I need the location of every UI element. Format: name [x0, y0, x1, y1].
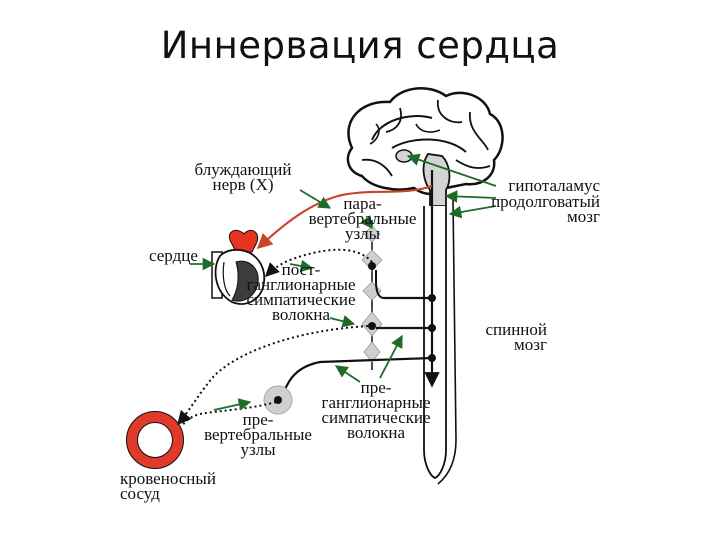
postganglionic-fiber-to-heart [265, 248, 373, 277]
label-heart: сердце [149, 246, 198, 265]
vagus-nerve-fiber [256, 184, 433, 250]
prevertebral-ganglion [263, 385, 293, 415]
brain-illustration [346, 87, 504, 196]
preganglionic-fibers [282, 270, 436, 393]
heart-illustration [211, 229, 266, 305]
blood-vessel-illustration [126, 411, 184, 469]
spinal-cord [423, 170, 457, 485]
label-hypothalamus: гипоталамус [508, 176, 600, 195]
postganglionic-fiber-to-vessel-1 [177, 325, 369, 426]
paravertebral-ganglia-chain [361, 220, 383, 370]
label-pointer-arrows [190, 153, 497, 411]
page-title: Иннервация сердца [160, 24, 560, 67]
postganglionic-fiber-to-vessel-2 [181, 401, 277, 427]
